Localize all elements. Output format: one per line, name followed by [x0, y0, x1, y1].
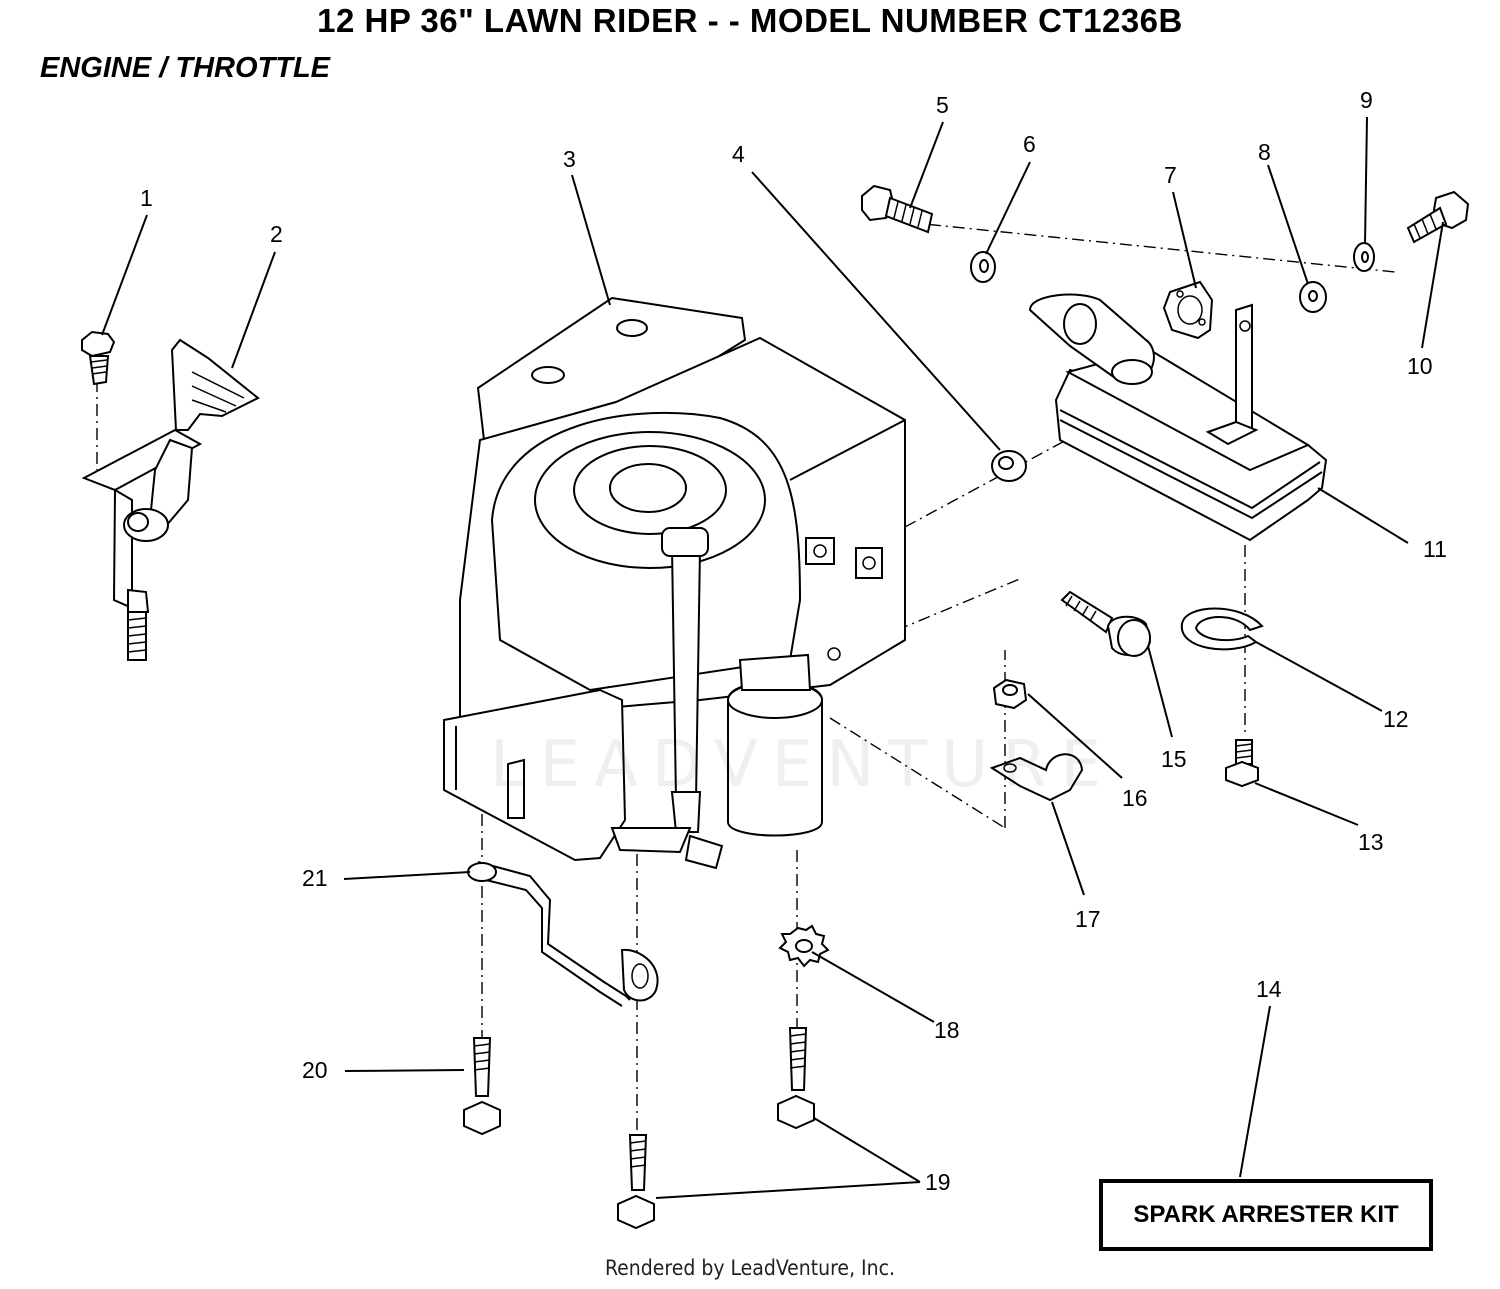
spark-arrester-kit-box: SPARK ARRESTER KIT	[1099, 1179, 1433, 1251]
part-18-star-washer	[778, 924, 830, 968]
callout-12: 12	[1383, 706, 1409, 732]
callout-21: 21	[302, 865, 328, 891]
footer-credit: Rendered by LeadVenture, Inc.	[605, 1256, 895, 1280]
callout-1: 1	[140, 185, 153, 211]
part-21-bracket	[467, 861, 659, 1007]
callout-16: 16	[1122, 785, 1148, 811]
part-8-washer	[1299, 281, 1327, 313]
callout-18: 18	[934, 1017, 960, 1043]
leader-lines	[101, 116, 1444, 1199]
callout-4: 4	[732, 141, 745, 167]
callout-13: 13	[1358, 829, 1384, 855]
callout-17: 17	[1075, 906, 1101, 932]
callout-7: 7	[1164, 162, 1177, 188]
section-subtitle: ENGINE / THROTTLE	[40, 52, 330, 84]
part-1-bolt	[81, 330, 116, 386]
callout-8: 8	[1258, 139, 1271, 165]
part-9-lock-washer	[1353, 242, 1375, 272]
part-17-clamp	[989, 753, 1084, 802]
part-12-shield	[1180, 607, 1264, 651]
part-10-bolt	[1406, 190, 1470, 244]
callout-15: 15	[1161, 746, 1187, 772]
part-11-muffler	[1028, 293, 1328, 542]
page-title: 12 HP 36" LAWN RIDER - - MODEL NUMBER CT…	[317, 2, 1183, 39]
part-5-bolt	[861, 184, 934, 234]
callout-14: 14	[1256, 976, 1282, 1002]
watermark: LEADVENTURE	[490, 728, 1115, 802]
callout-6: 6	[1023, 131, 1036, 157]
callout-5: 5	[936, 92, 949, 118]
callout-19: 19	[925, 1169, 951, 1195]
part-19-bolts	[617, 1027, 815, 1230]
callout-11: 11	[1423, 536, 1447, 562]
part-15-bolt	[1060, 590, 1152, 657]
part-2-throttle-control	[81, 338, 260, 661]
part-20-bolt	[463, 1037, 501, 1136]
part-3-engine	[443, 296, 906, 870]
callout-10: 10	[1407, 353, 1433, 379]
callout-2: 2	[270, 221, 283, 247]
part-7-gasket	[1162, 280, 1214, 340]
part-13-screw	[1225, 739, 1259, 788]
callout-numbers: 1 2 3 4 5 6 7 8 9 10 11 12 13 14 15 16 1…	[140, 87, 1447, 1195]
callout-9: 9	[1360, 87, 1373, 113]
callout-20: 20	[302, 1057, 328, 1083]
part-6-washer	[970, 251, 996, 283]
callout-3: 3	[563, 146, 576, 172]
kit-label: SPARK ARRESTER KIT	[1133, 1201, 1399, 1228]
part-4-spacer	[991, 450, 1027, 482]
part-16-nut	[992, 678, 1028, 710]
